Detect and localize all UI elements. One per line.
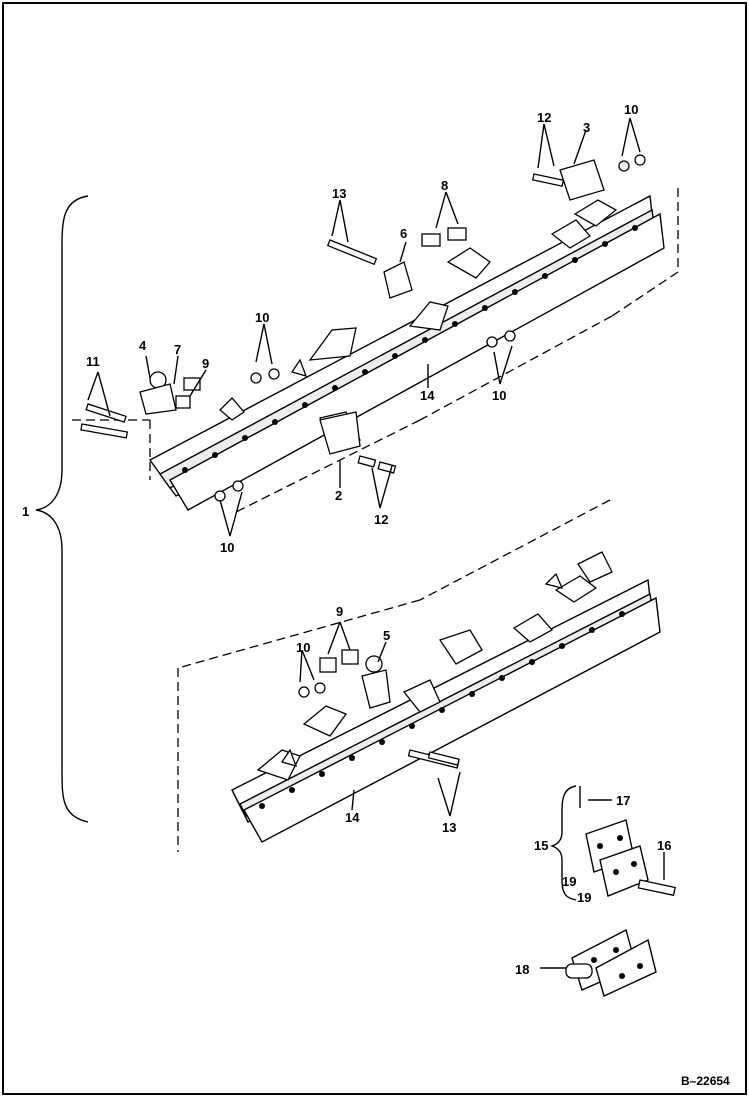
callout-10-mid: 10 [255, 310, 269, 325]
lower-chain-pins [259, 611, 625, 809]
upper-chain-pins [182, 225, 638, 473]
brace-item-15 [549, 785, 577, 901]
upper-chain-assembly [80, 154, 665, 511]
callout-9-upper: 9 [202, 356, 209, 371]
callout-16: 16 [657, 838, 671, 853]
callout-7: 7 [174, 342, 181, 357]
callout-15: 15 [534, 838, 548, 853]
callout-12-mid: 12 [374, 512, 388, 527]
callout-12-top: 12 [537, 110, 551, 125]
callout-17: 17 [616, 793, 630, 808]
callout-10-lower-right: 10 [492, 388, 506, 403]
complete-link-18 [565, 928, 657, 997]
lower-chain-boundary [177, 499, 611, 852]
lower-chain-assembly [231, 551, 661, 843]
callout-4: 4 [139, 338, 147, 353]
leader-lines [87, 117, 665, 969]
lower-chain-teeth [256, 551, 613, 781]
callout-labels: 1 2 3 4 5 6 7 8 9 9 10 10 10 10 11 12 12… [22, 102, 671, 977]
callout-10-top: 10 [624, 102, 638, 117]
callout-11: 11 [86, 354, 100, 369]
callout-5: 5 [383, 628, 390, 643]
figure-reference: B–22654 [681, 1074, 730, 1088]
callout-1: 1 [22, 504, 29, 519]
upper-chain-boundary [231, 188, 679, 515]
callout-18: 18 [515, 962, 529, 977]
callout-6: 6 [400, 226, 407, 241]
callout-10-lower-chain: 10 [296, 640, 310, 655]
callout-14-lower: 14 [345, 810, 360, 825]
callout-19-b: 19 [577, 890, 591, 905]
brace-item-1 [35, 195, 89, 823]
callout-14-upper: 14 [420, 388, 435, 403]
callout-13-upper: 13 [332, 186, 346, 201]
callout-8: 8 [441, 178, 448, 193]
callout-9-lower: 9 [336, 604, 343, 619]
callout-3: 3 [583, 120, 590, 135]
callout-2: 2 [335, 488, 342, 503]
callout-13-lower: 13 [442, 820, 456, 835]
connector-link-kit [549, 785, 676, 901]
callout-10-left: 10 [220, 540, 234, 555]
lower-hardware [298, 649, 460, 769]
callout-19-a: 19 [562, 874, 576, 889]
upper-chain-boundary-left [72, 419, 151, 480]
lower-chain-links [231, 578, 661, 843]
upper-hardware [80, 154, 646, 502]
upper-chain-links [148, 194, 665, 511]
